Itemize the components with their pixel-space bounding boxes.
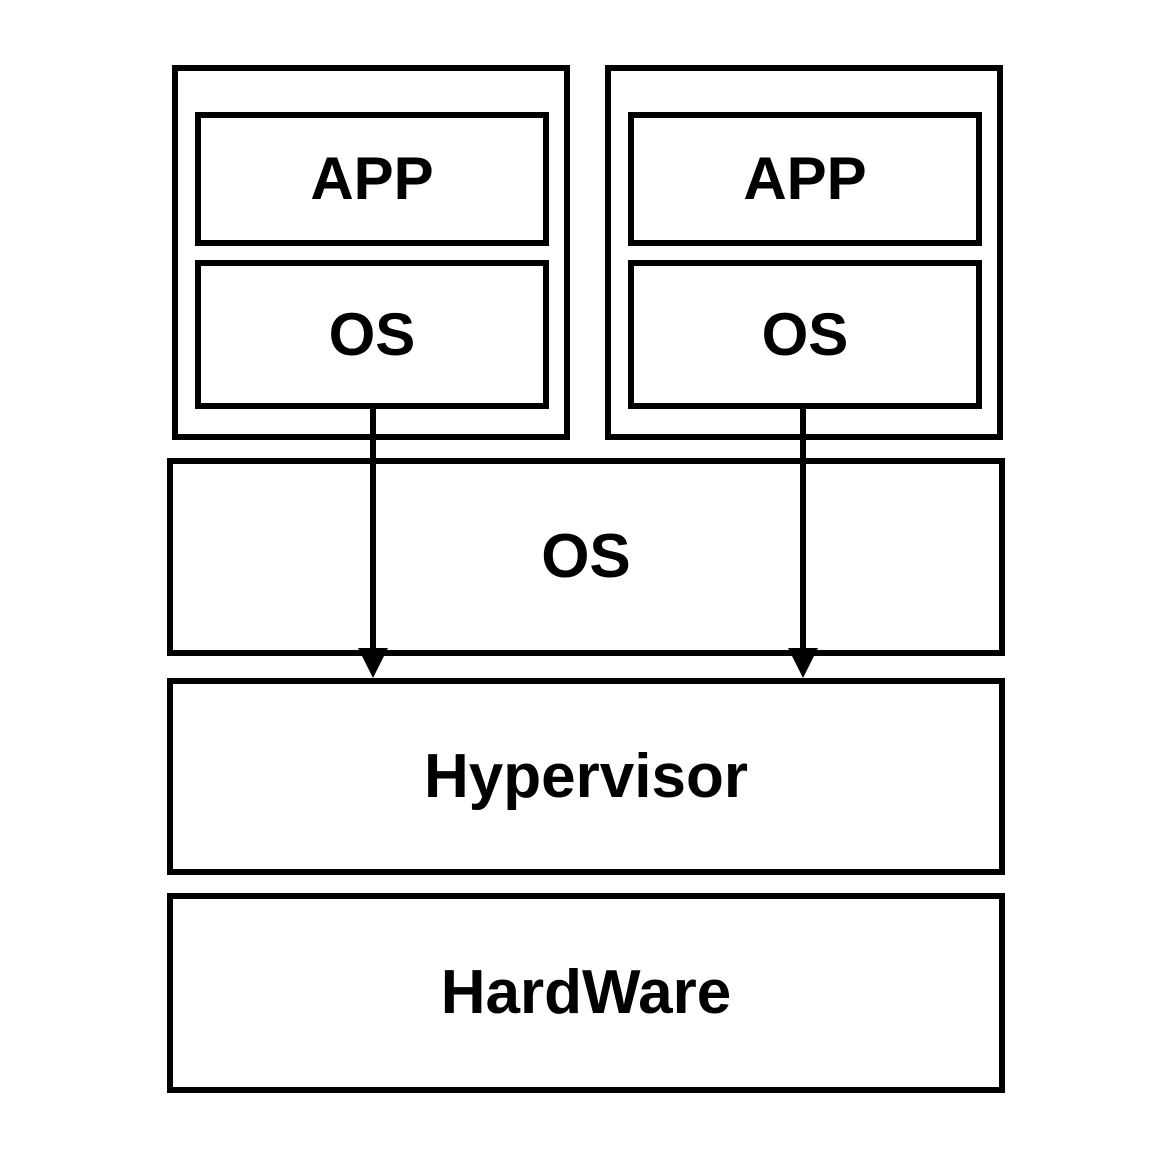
vm-left-os-label: OS (328, 300, 416, 368)
vm-right-os-box: OS (628, 260, 982, 409)
vm-right-app-label: APP (743, 145, 867, 212)
vm-left-app-box: APP (195, 112, 549, 246)
host-os-label: OS (541, 522, 631, 591)
vm-left-os-box: OS (195, 260, 549, 409)
hardware-label: HardWare (440, 958, 732, 1027)
hypervisor-box: Hypervisor (167, 678, 1005, 875)
hypervisor-label: Hypervisor (424, 741, 748, 811)
hardware-box: HardWare (167, 893, 1005, 1093)
vm-right-app-box: APP (628, 112, 982, 246)
vm-right-os-label: OS (761, 300, 849, 368)
vm-left-app-label: APP (310, 145, 434, 212)
host-os-box: OS (167, 458, 1005, 656)
